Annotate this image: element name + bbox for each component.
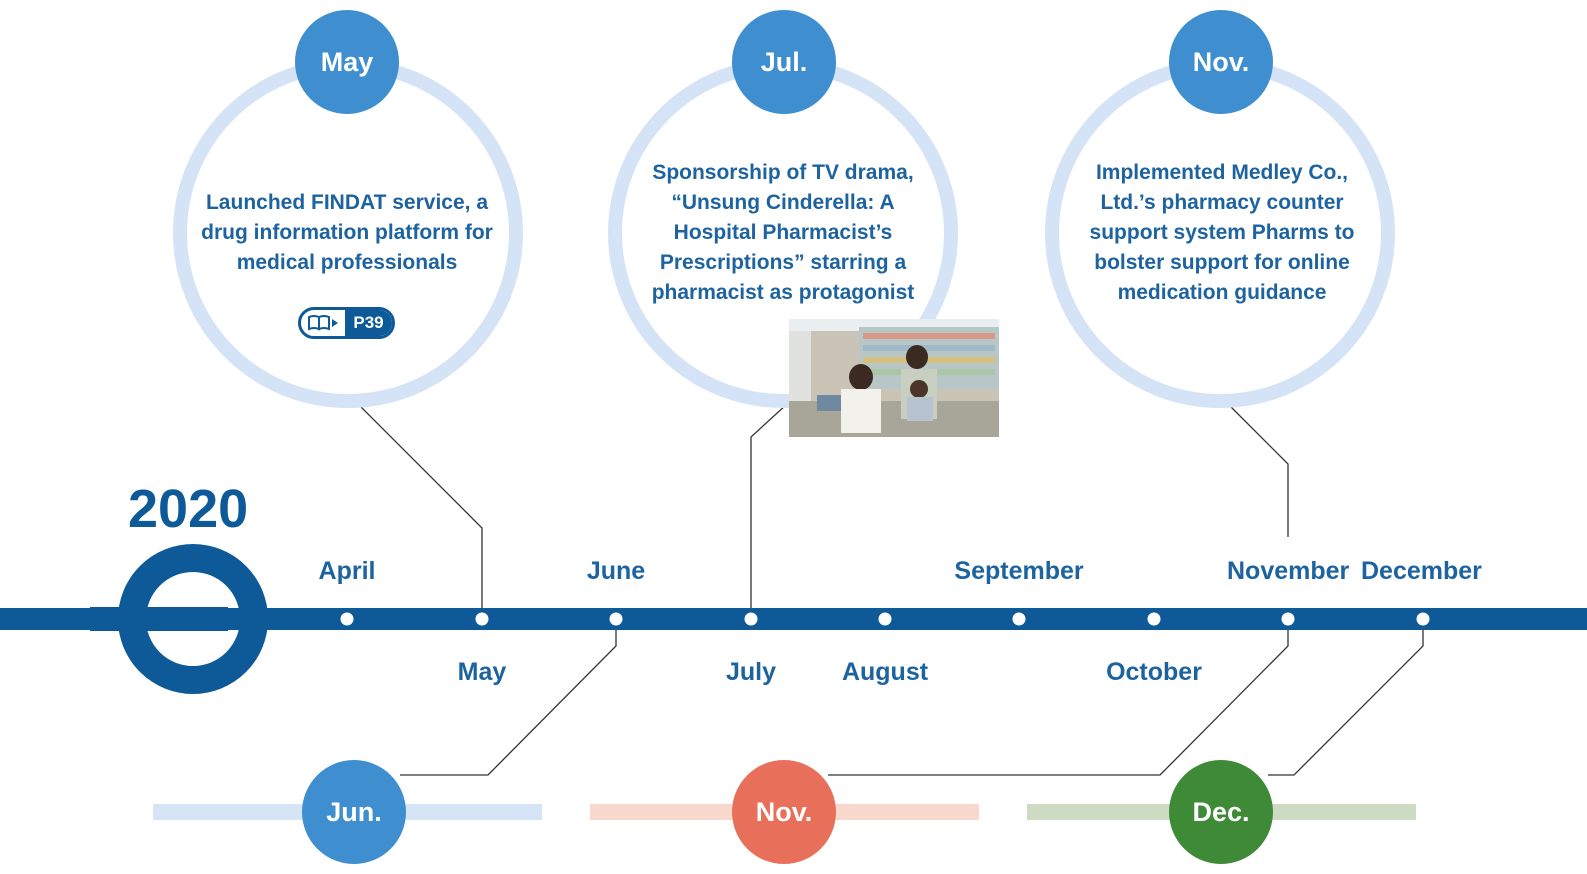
month-july: July bbox=[725, 658, 777, 686]
event-text-nov: Implemented Medley Co., Ltd.’s pharmacy … bbox=[1089, 161, 1355, 304]
connector-jul bbox=[750, 403, 788, 612]
timeline-band bbox=[0, 608, 1587, 630]
badge-jun: Jun. bbox=[302, 760, 406, 864]
badge-dec: Dec. bbox=[1169, 760, 1273, 864]
month-october: October bbox=[1106, 658, 1202, 686]
dot-july bbox=[744, 612, 758, 626]
month-august: August bbox=[841, 658, 929, 686]
badge-jul: Jul. bbox=[732, 10, 836, 114]
tv-drama-photo bbox=[789, 319, 999, 437]
month-september: September bbox=[954, 557, 1084, 585]
dot-october bbox=[1147, 612, 1161, 626]
month-may: May bbox=[457, 658, 507, 686]
badge-nov-bottom: Nov. bbox=[732, 760, 836, 864]
month-november: November bbox=[1227, 557, 1350, 585]
page-reference-number: P39 bbox=[345, 310, 392, 336]
page-reference-link[interactable]: P39 bbox=[298, 307, 395, 339]
dot-june bbox=[609, 612, 623, 626]
year-label: 2020 bbox=[128, 479, 249, 539]
dot-september bbox=[1012, 612, 1026, 626]
badge-nov-top: Nov. bbox=[1169, 10, 1273, 114]
dot-april bbox=[340, 612, 354, 626]
event-text-jul: Sponsorship of TV drama, “Unsung Cindere… bbox=[651, 161, 915, 304]
dot-august bbox=[878, 612, 892, 626]
connector-may bbox=[357, 403, 483, 612]
event-text-may: Launched FINDAT service, a drug informat… bbox=[201, 191, 493, 274]
dot-november bbox=[1281, 612, 1295, 626]
connector-dec bbox=[1268, 626, 1424, 776]
connector-jun bbox=[400, 626, 617, 776]
dot-may bbox=[475, 612, 489, 626]
book-icon bbox=[301, 310, 345, 336]
year-ring-icon bbox=[90, 544, 268, 694]
connector-nov-top bbox=[1230, 406, 1289, 537]
connector-lines bbox=[357, 403, 1424, 776]
month-december: December bbox=[1361, 557, 1482, 585]
connector-nov-bottom bbox=[828, 626, 1289, 776]
month-april: April bbox=[318, 557, 376, 585]
dot-december bbox=[1416, 612, 1430, 626]
month-june: June bbox=[586, 557, 646, 585]
badge-may: May bbox=[295, 10, 399, 114]
